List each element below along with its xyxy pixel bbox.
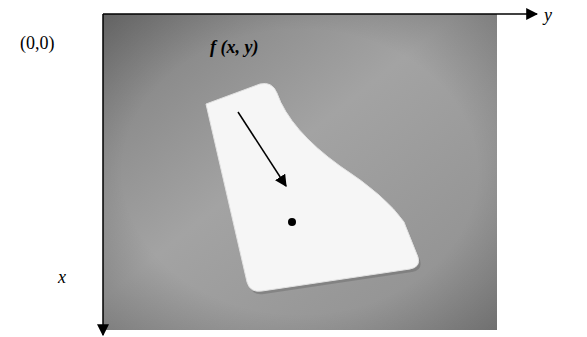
axis-label: x bbox=[58, 268, 66, 288]
white-object bbox=[206, 83, 419, 291]
function-label: f (x, y) bbox=[210, 38, 258, 58]
leader-arrow bbox=[238, 112, 286, 186]
photo-vignette bbox=[103, 14, 497, 330]
x-axis-arrow bbox=[102, 14, 104, 335]
photo-background bbox=[103, 14, 497, 330]
origin-label: (0,0) bbox=[20, 34, 55, 54]
axis-label: y bbox=[544, 6, 552, 26]
y-axis-arrow bbox=[103, 13, 537, 15]
pixel-dot bbox=[288, 218, 296, 226]
